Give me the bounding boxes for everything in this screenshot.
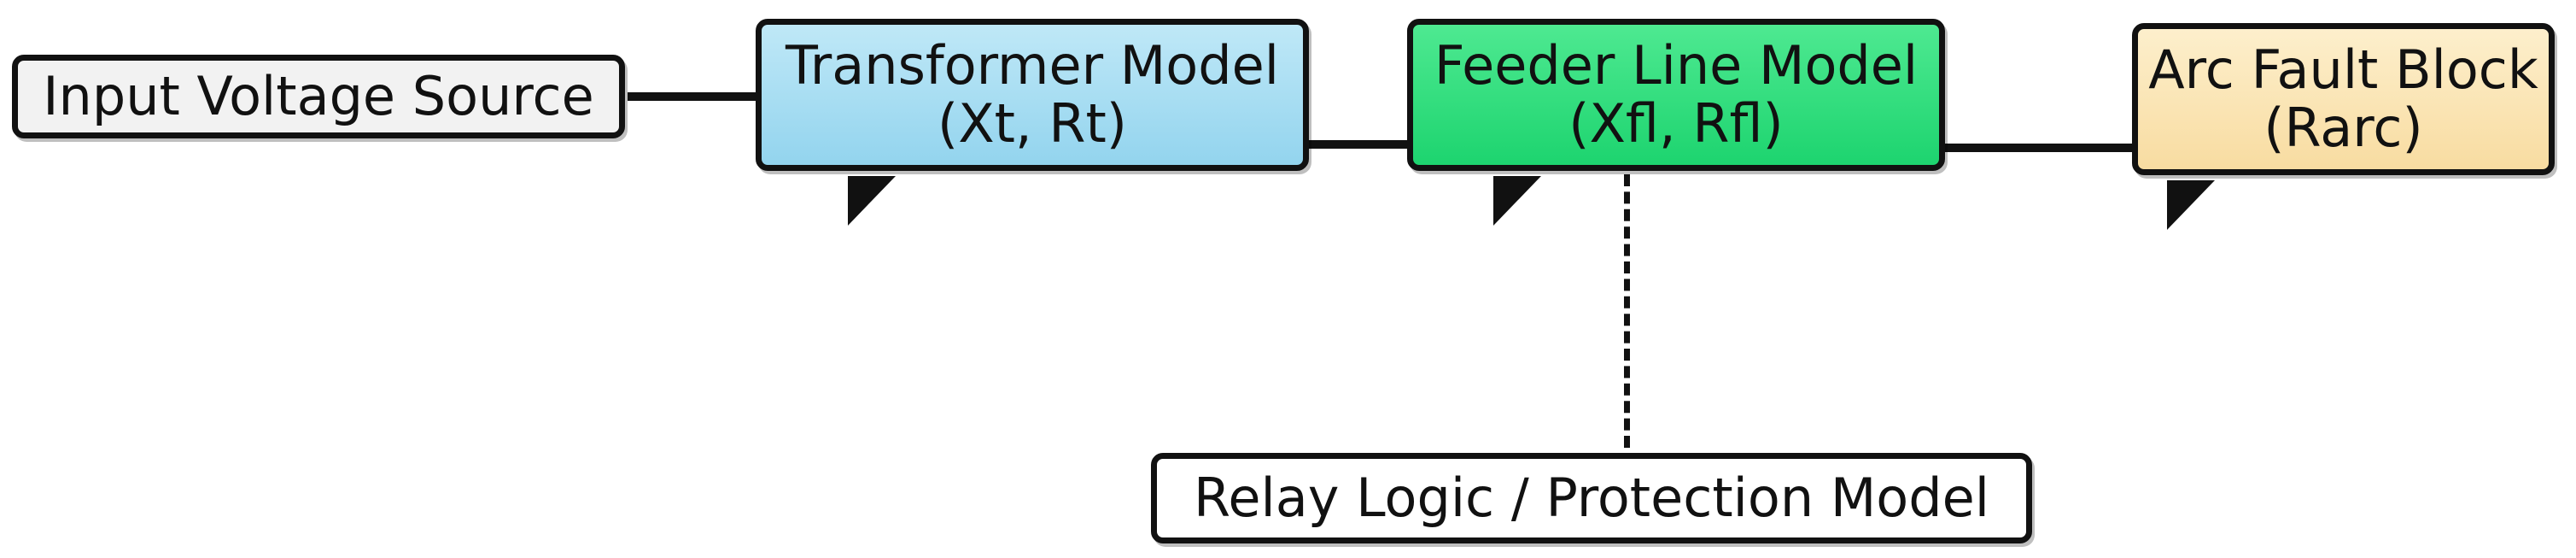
- feeder-tail: [1493, 176, 1541, 226]
- input-voltage-source-label: Input Voltage Source: [43, 64, 594, 127]
- relay-logic-protection-block: Relay Logic / Protection Model: [1151, 453, 2032, 543]
- transformer-tail: [848, 176, 896, 226]
- arc-tail: [2167, 180, 2215, 230]
- arc-fault-block: Arc Fault Block (Rarc): [2132, 23, 2555, 175]
- relay-logic-protection-label: Relay Logic / Protection Model: [1194, 466, 1989, 529]
- connector-input-transformer: [628, 92, 757, 101]
- feeder-line-model-block: Feeder Line Model (Xfl, Rfl): [1407, 19, 1945, 171]
- feeder-line-model-title: Feeder Line Model: [1434, 33, 1919, 97]
- feeder-line-model-params: (Xfl, Rfl): [1568, 92, 1784, 155]
- connector-feeder-arc: [1942, 144, 2135, 152]
- arc-fault-block-title: Arc Fault Block: [2148, 38, 2538, 101]
- connector-feeder-relay: [1624, 174, 1630, 448]
- input-voltage-source-block: Input Voltage Source: [12, 55, 625, 138]
- connector-transformer-feeder: [1309, 140, 1413, 149]
- transformer-model-block: Transformer Model (Xt, Rt): [756, 19, 1309, 171]
- arc-fault-block-params: (Rarc): [2263, 97, 2423, 159]
- transformer-model-params: (Xt, Rt): [938, 92, 1127, 155]
- transformer-model-title: Transformer Model: [786, 33, 1279, 97]
